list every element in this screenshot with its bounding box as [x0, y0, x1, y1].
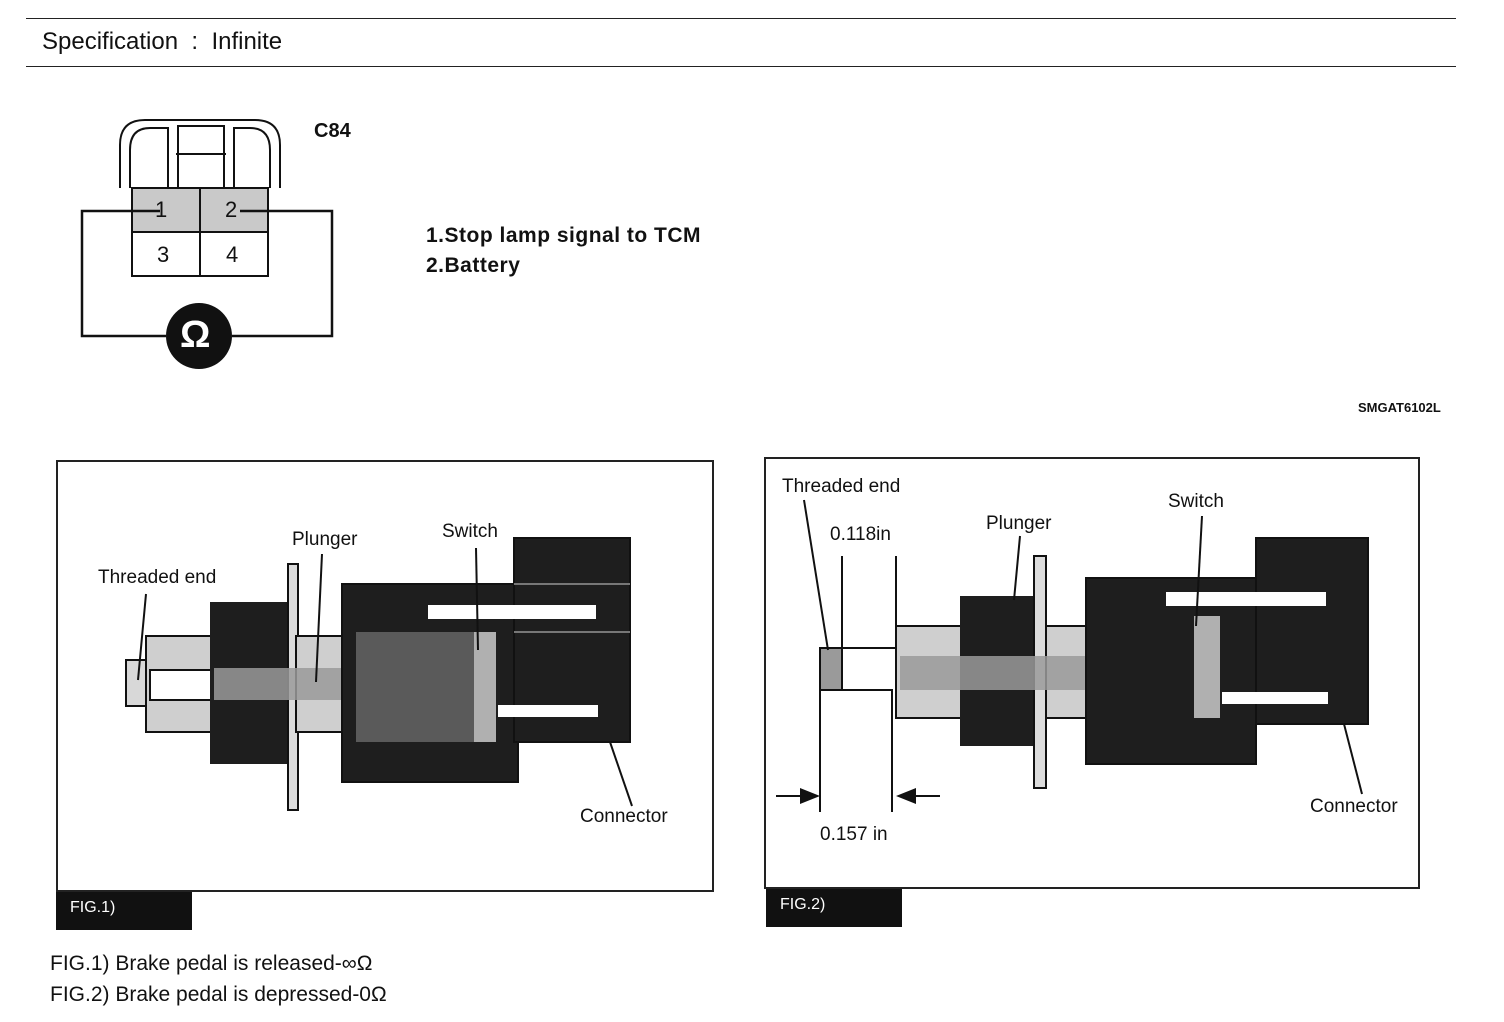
- pin-3-label: 3: [157, 242, 170, 267]
- caption-fig1: FIG.1) Brake pedal is released-∞Ω: [50, 952, 373, 975]
- fig2-tab: FIG.2): [766, 889, 902, 927]
- meter-lead-right: [232, 209, 334, 338]
- pin-legend-1: 1.Stop lamp signal to TCM: [426, 224, 702, 247]
- fig2-label-threaded-end: Threaded end: [782, 476, 901, 497]
- fig1-label-threaded-end: Threaded end: [98, 567, 217, 588]
- specification-label: Specification: [42, 28, 179, 55]
- meter-lead-left: [80, 209, 166, 338]
- pin-legend-2: 2.Battery: [426, 254, 521, 277]
- fig2-label-plunger: Plunger: [986, 513, 1052, 534]
- top-rule: [26, 18, 1456, 19]
- fig1-label-plunger: Plunger: [292, 529, 358, 550]
- fig2-label-connector: Connector: [1310, 796, 1398, 817]
- pin-4-cell: [199, 231, 269, 277]
- fig1-label-connector: Connector: [580, 806, 668, 827]
- specification-line: Specification : Infinite: [42, 28, 282, 56]
- fig2-label-switch: Switch: [1168, 491, 1224, 512]
- connector-housing: [119, 119, 281, 188]
- fig1-tab: FIG.1): [56, 892, 192, 930]
- fig2-frame: [764, 457, 1420, 889]
- fig1-frame: [56, 460, 714, 892]
- pin-1-label: 1: [155, 197, 168, 222]
- pin-3-cell: [131, 231, 201, 277]
- specification-value: Infinite: [211, 28, 283, 55]
- ohm-symbol: Ω: [180, 314, 211, 356]
- fig2-label-gap-lower: 0.157 in: [820, 824, 888, 845]
- pin-2-label: 2: [225, 197, 238, 222]
- caption-fig2: FIG.2) Brake pedal is depressed-0Ω: [50, 983, 387, 1006]
- fig1-label-switch: Switch: [442, 521, 498, 542]
- header-rule: [26, 66, 1456, 67]
- specification-separator: :: [191, 28, 199, 55]
- pin-4-label: 4: [226, 242, 239, 267]
- ohmmeter: [166, 303, 232, 369]
- image-code: SMGAT6102L: [1358, 400, 1441, 415]
- fig2-switch-drawing: [776, 499, 1369, 812]
- fig1-switch-drawing: [125, 537, 633, 811]
- connector-name: C84: [314, 120, 351, 142]
- fig2-label-gap-upper: 0.118in: [830, 524, 891, 545]
